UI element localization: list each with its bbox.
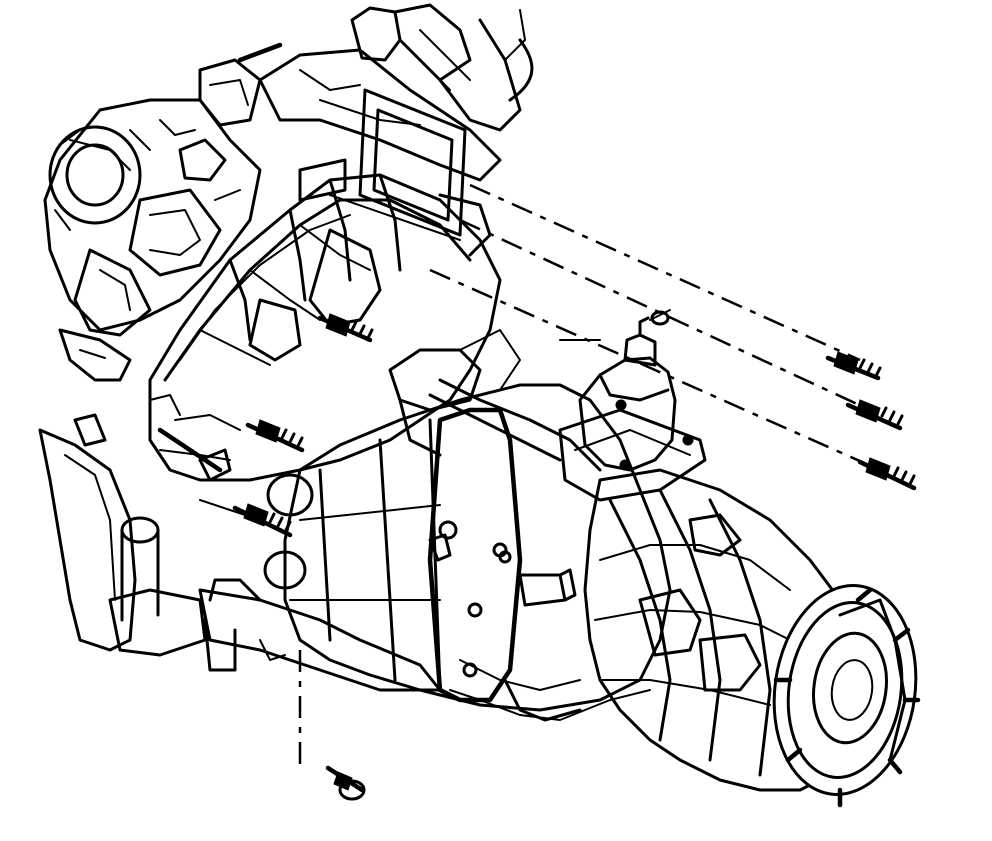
frame-crossmember: [298, 88, 492, 257]
bolt-crossmember-lower: [325, 765, 366, 801]
transmission-case: [283, 383, 672, 712]
output-flange: [772, 584, 921, 808]
engine-details: [149, 394, 512, 564]
shift-tower: [558, 316, 707, 502]
bolt-upper-right-2: [845, 399, 904, 431]
tail-housing: [583, 468, 872, 792]
engine-block: [43, 3, 534, 382]
bolt-bellhousing-3: [232, 503, 293, 538]
bolt-bellhousing-1: [317, 313, 374, 343]
bolt-upper-right-3: [857, 457, 917, 491]
bolt-upper-right-1: [825, 351, 882, 381]
bolt-bellhousing-2: [245, 419, 305, 453]
oil-pan-frame: [38, 413, 207, 657]
bellhousing: [148, 173, 502, 590]
alignment-lines: [298, 183, 881, 765]
rear-crossmember: [198, 578, 442, 692]
wiring-harness: [388, 329, 651, 722]
